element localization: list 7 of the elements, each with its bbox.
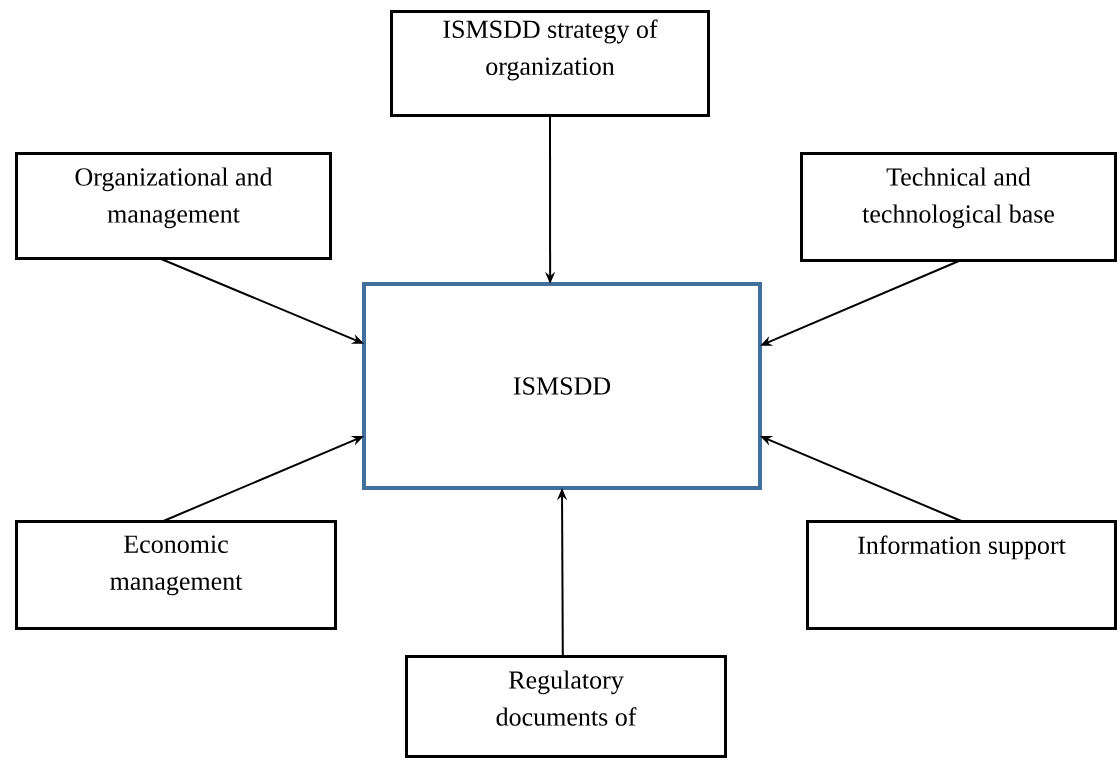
process-box: ISMSDD xyxy=(362,282,762,490)
process-box: Information support xyxy=(806,520,1117,630)
process-box: ISMSDD strategy of organization xyxy=(390,10,710,117)
process-box: Economic management xyxy=(15,520,337,630)
process-box: Organizational and management xyxy=(15,152,332,260)
process-box: Regulatory documents of xyxy=(405,655,727,758)
process-box: Technical and technological base xyxy=(800,152,1117,262)
